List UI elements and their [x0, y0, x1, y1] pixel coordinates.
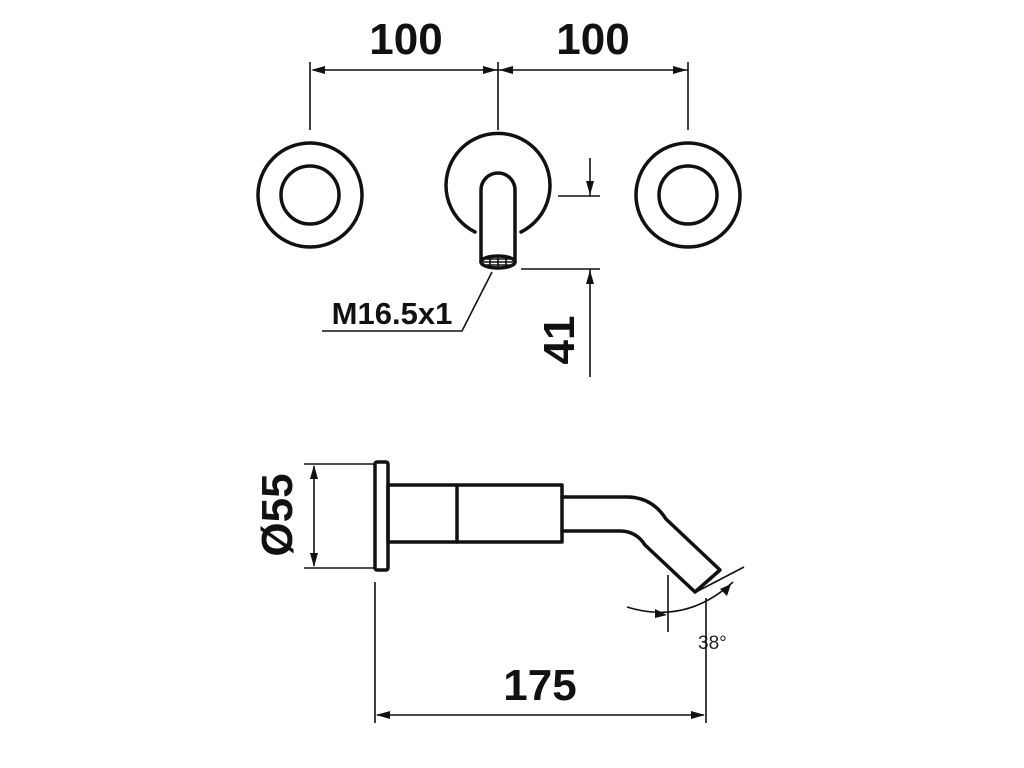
arrowhead	[586, 270, 594, 284]
side-view: Ø55 38° 175	[253, 460, 745, 723]
thread-size-label: M16.5x1	[332, 296, 453, 331]
reach-dimension-label: 175	[503, 661, 576, 710]
arrowhead	[655, 609, 667, 618]
left-handle-rosette-outer	[256, 141, 364, 249]
angle-arc	[626, 581, 734, 614]
dimension-spacing-left: 100	[369, 15, 442, 64]
angle-reference-inclined	[695, 566, 745, 593]
arrowhead	[310, 465, 318, 479]
angle-label: 38°	[698, 633, 727, 654]
arrowhead	[720, 584, 731, 596]
aerator-mesh	[483, 256, 513, 268]
arrowhead	[586, 181, 594, 195]
spout-body-side	[386, 483, 564, 544]
arrowhead	[499, 66, 513, 74]
thread-leader-line	[322, 271, 493, 332]
left-handle-rosette-inner	[279, 164, 341, 226]
arrowhead	[483, 66, 497, 74]
diameter-dimension-label: Ø55	[253, 473, 302, 556]
spout-body-top	[479, 171, 517, 264]
arrowhead	[376, 711, 390, 719]
arrowhead	[673, 66, 687, 74]
dimension-spacing-right: 100	[556, 15, 629, 64]
arrowhead	[311, 66, 325, 74]
spout-outlet-tube	[560, 495, 722, 594]
top-view: 100 100 M16.5x1 41	[256, 15, 742, 377]
right-handle-rosette-inner	[657, 164, 719, 226]
right-handle-rosette-outer	[634, 141, 742, 249]
wall-rosette-plate	[373, 460, 390, 572]
arrowhead	[310, 553, 318, 567]
arrowhead	[691, 711, 705, 719]
projection-dimension-label: 41	[535, 316, 584, 365]
spout-rosette-outline	[444, 131, 552, 234]
